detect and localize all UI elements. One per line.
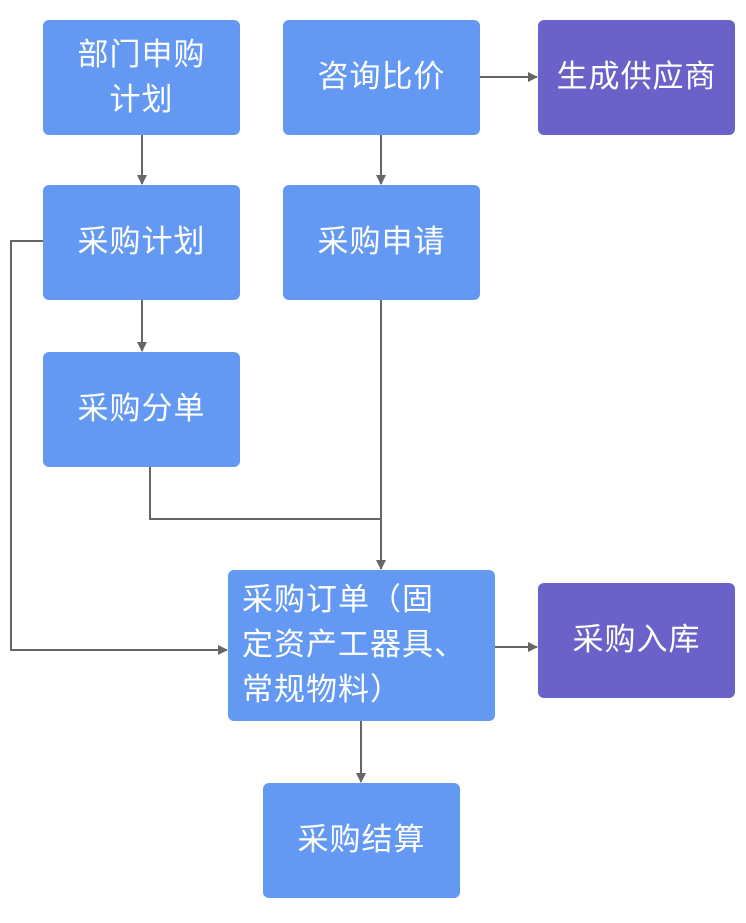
- node-label: 生成供应商: [556, 59, 717, 96]
- arrow-plan-to-order: [10, 240, 228, 655]
- node-label-line: 常规物料）: [242, 671, 402, 708]
- node-dept-purchase-plan: 部门申购 计划: [43, 20, 240, 135]
- node-label-line: 计划: [109, 81, 174, 118]
- node-purchase-apply: 采购申请: [283, 185, 480, 300]
- node-label: 采购结算: [297, 822, 426, 859]
- node-purchase-split: 采购分单: [43, 352, 240, 467]
- node-purchase-plan: 采购计划: [43, 185, 240, 300]
- node-purchase-settlement: 采购结算: [263, 783, 460, 898]
- node-label: 采购计划: [77, 224, 206, 261]
- node-purchase-stock-in: 采购入库: [538, 583, 735, 698]
- node-purchase-order: 采购订单（固 定资产工器具、 常规物料）: [228, 570, 495, 721]
- node-label: 咨询比价: [317, 59, 446, 96]
- node-label: 采购分单: [77, 391, 206, 428]
- node-generate-supplier: 生成供应商: [538, 20, 735, 135]
- connector-split-to-order: [149, 467, 381, 520]
- node-label: 采购入库: [572, 622, 701, 659]
- node-inquiry-compare: 咨询比价: [283, 20, 480, 135]
- node-label-line: 部门申购: [77, 36, 206, 73]
- node-label-line: 采购订单（固: [242, 582, 434, 619]
- node-label-line: 定资产工器具、: [242, 627, 466, 664]
- node-label: 采购申请: [317, 224, 446, 261]
